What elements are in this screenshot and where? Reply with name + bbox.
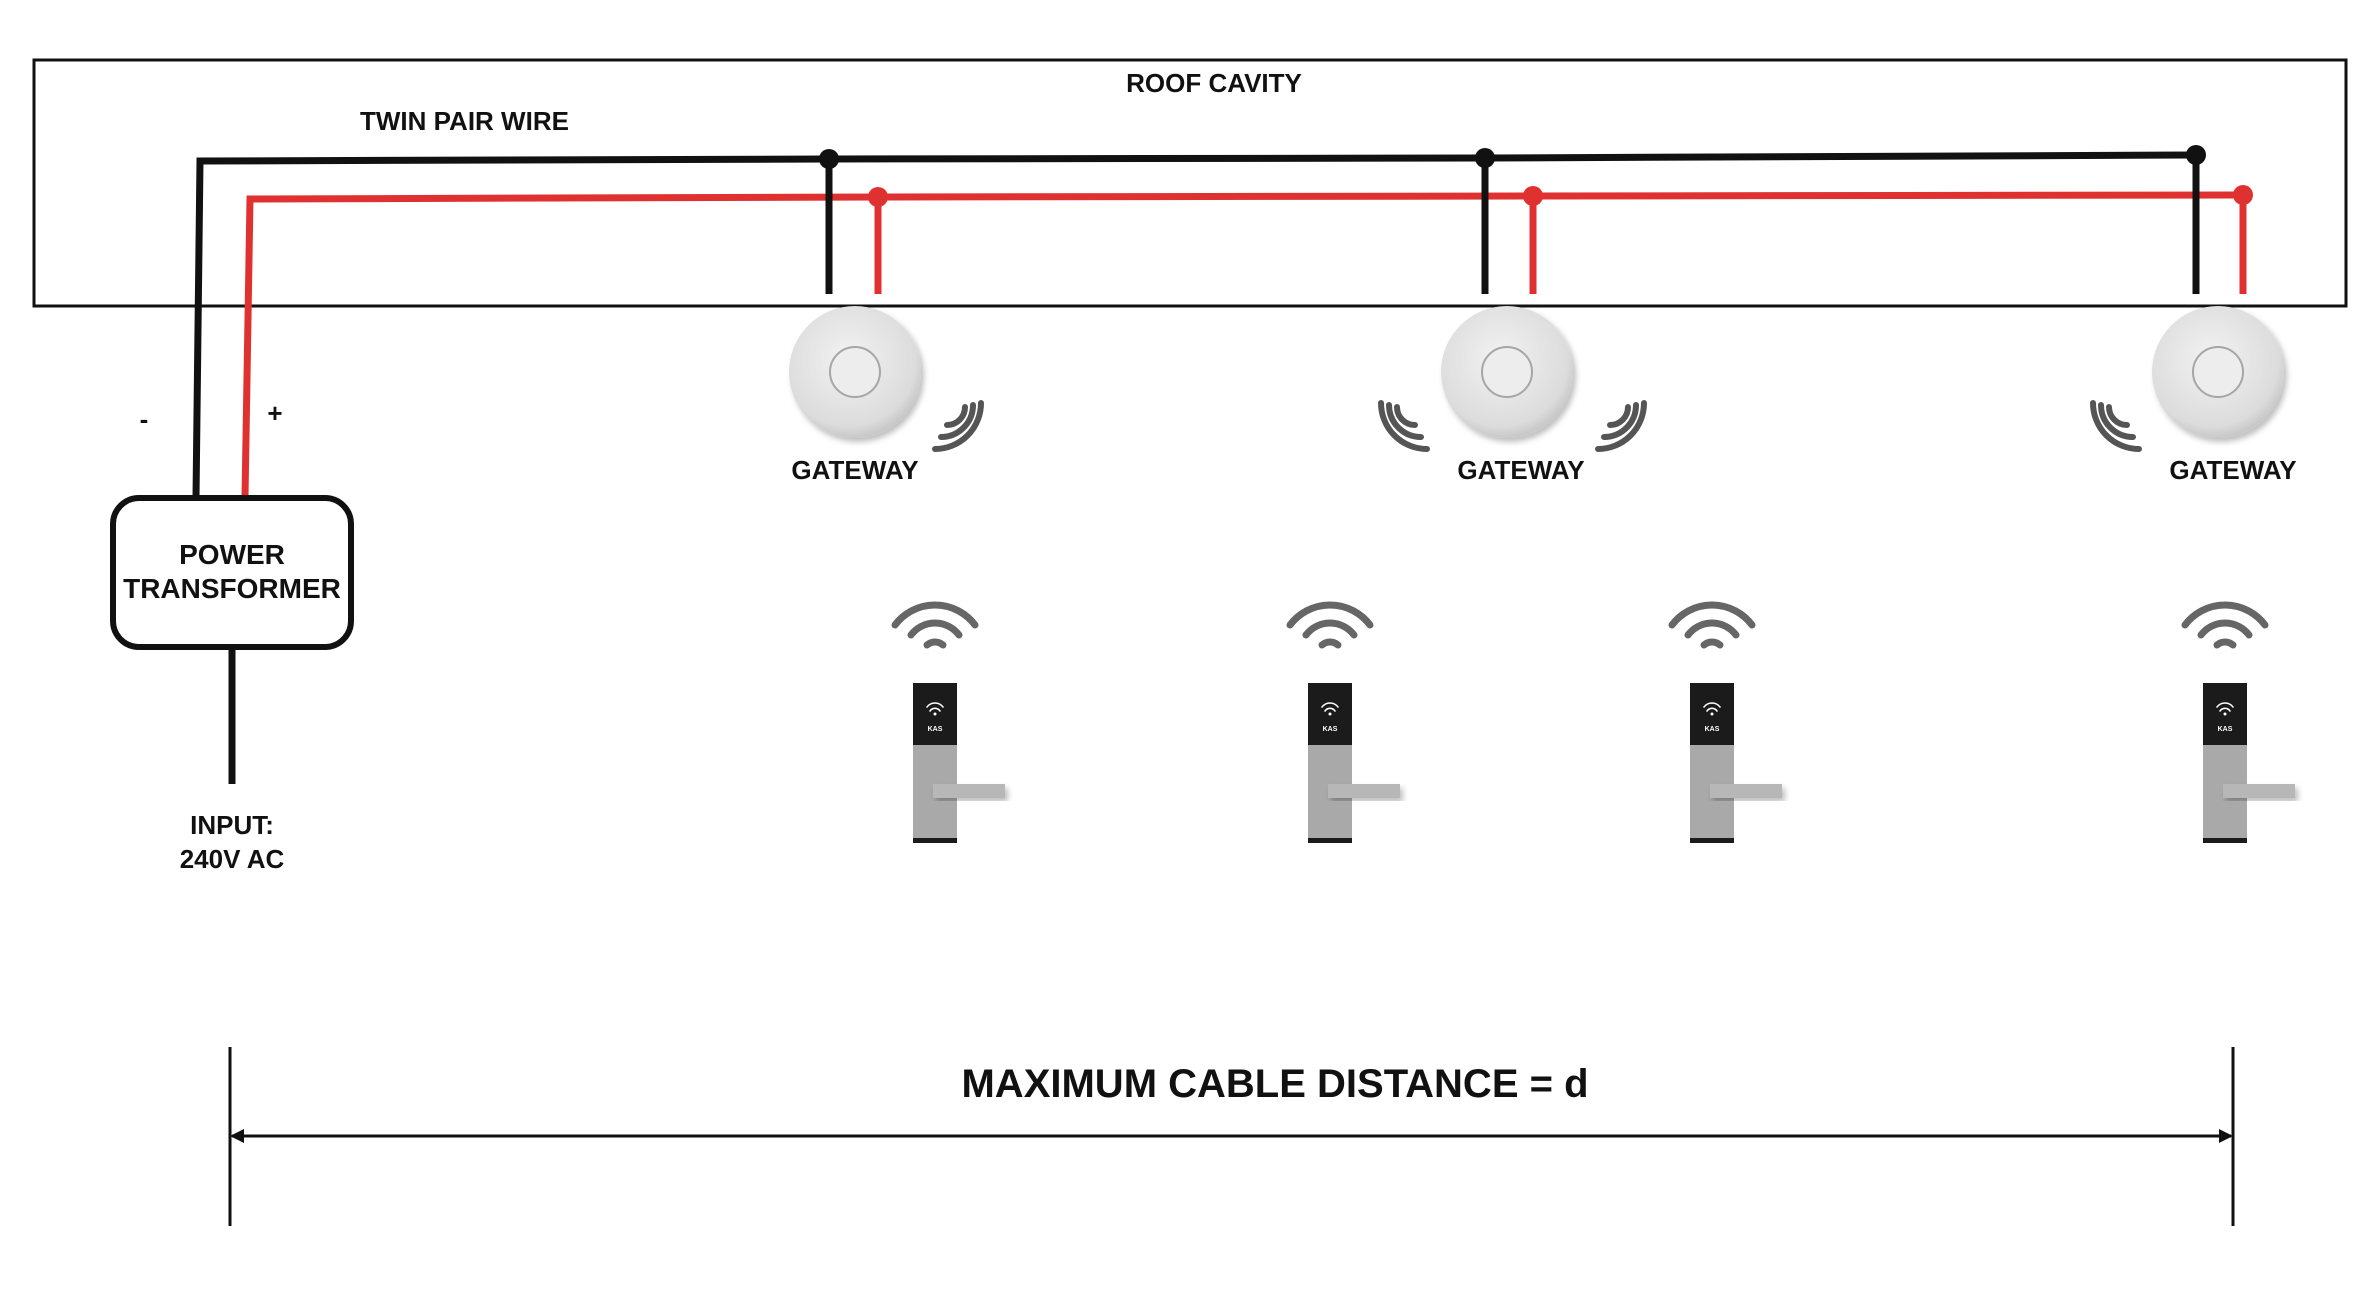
positive-junction-2 xyxy=(1523,186,1543,206)
gateway-icon xyxy=(789,306,921,438)
door-lock-icon xyxy=(2185,605,2295,843)
lock-1-brand: KAS xyxy=(928,726,943,733)
gateway-2-label: GATEWAY xyxy=(1457,455,1584,485)
power-transformer-label-line2: TRANSFORMER xyxy=(123,573,341,604)
gateway-1: GATEWAY xyxy=(789,306,981,485)
wireless-signal-icon xyxy=(1598,403,1644,449)
door-lock-2: KAS xyxy=(1290,605,1400,843)
negative-wire xyxy=(192,151,2197,498)
lock-4-brand: KAS xyxy=(2218,726,2233,733)
lock-3-brand: KAS xyxy=(1705,726,1720,733)
gateway-2: GATEWAY xyxy=(1381,306,1644,485)
twin-pair-wire-label: TWIN PAIR WIRE xyxy=(360,106,569,136)
gateway-1-label: GATEWAY xyxy=(791,455,918,485)
gateway-icon xyxy=(1441,306,1573,438)
gateway-icon xyxy=(2152,306,2284,438)
door-lock-icon xyxy=(1672,605,1782,843)
door-lock-icon xyxy=(895,605,1005,843)
wireless-signal-icon xyxy=(935,403,981,449)
power-transformer-label-line1: POWER xyxy=(179,539,285,570)
door-lock-icon xyxy=(1290,605,1400,843)
wireless-signal-icon xyxy=(2093,403,2139,449)
input-label-line1: INPUT: xyxy=(190,810,274,840)
maximum-cable-distance-label: MAXIMUM CABLE DISTANCE = d xyxy=(961,1062,1588,1106)
lock-2-brand: KAS xyxy=(1323,726,1338,733)
negative-junction-1 xyxy=(819,149,839,169)
wireless-signal-icon xyxy=(1381,403,1427,449)
negative-junction-2 xyxy=(1475,148,1495,168)
gateway-3: GATEWAY xyxy=(2093,306,2297,485)
positive-junction-1 xyxy=(868,187,888,207)
door-lock-4: KAS xyxy=(2185,605,2295,843)
input-label-line2: 240V AC xyxy=(180,844,285,874)
door-lock-1: KAS xyxy=(895,605,1005,843)
gateway-3-label: GATEWAY xyxy=(2169,455,2296,485)
roof-cavity-box xyxy=(32,58,2348,308)
positive-polarity-label: + xyxy=(267,398,282,428)
positive-wire xyxy=(241,191,2244,498)
negative-junction-3 xyxy=(2186,145,2206,165)
door-lock-3: KAS xyxy=(1672,605,1782,843)
roof-cavity-label: ROOF CAVITY xyxy=(1126,68,1302,98)
positive-junction-3 xyxy=(2233,185,2253,205)
negative-polarity-label: - xyxy=(140,404,149,434)
